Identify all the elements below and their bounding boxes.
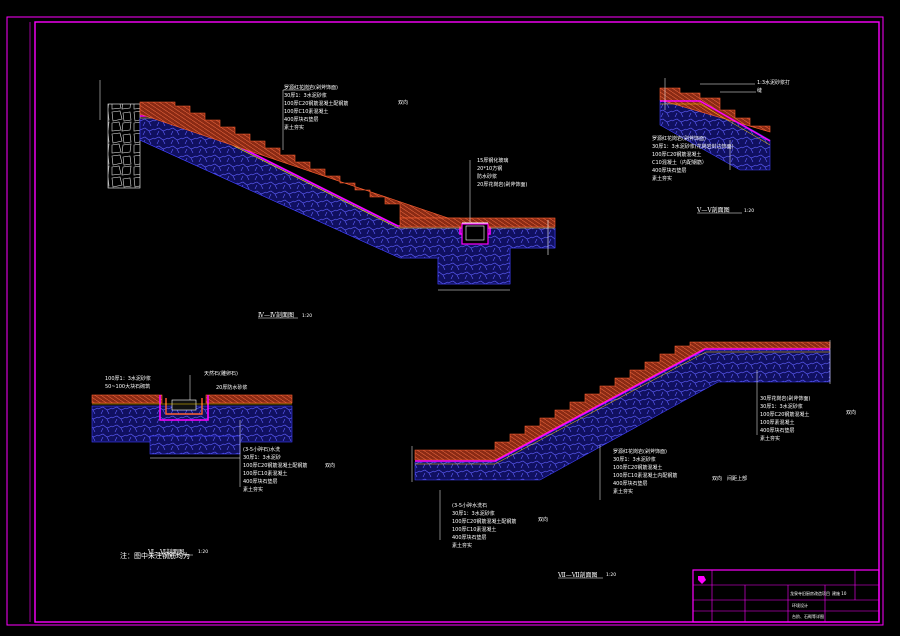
s7-right-label-1: 30厚1：3水泥砂浆: [760, 404, 803, 410]
s7-bottom-label-1: 30厚1：3水泥砂浆: [452, 511, 495, 517]
s4-drain-label-0: 15厚钢化玻璃: [477, 158, 509, 164]
s4-section-title: Ⅳ—Ⅳ剖面图: [258, 312, 294, 319]
s4-label-4: 400厚块石垫层: [284, 117, 319, 123]
s6-label-3: 100厚C10素混凝土: [243, 471, 288, 477]
s7-right-label-3: 100厚素混凝土: [760, 420, 795, 426]
s6-tag: 双向: [325, 463, 336, 469]
section-7-drawing: [411, 340, 831, 579]
title-block-drawing-name: 台阶、石砌等详图: [792, 614, 824, 619]
s7-bottom-label-0: (3-5小碎水洗石: [452, 503, 488, 509]
s4-label-5: 素土夯实: [284, 125, 305, 131]
s7-right-tag: 双向: [846, 410, 857, 416]
drawing-note: 注：图中未注钢筋均为: [120, 552, 190, 560]
outer-frame: [6, 16, 884, 626]
paving-left: [91, 394, 163, 404]
s7-mid-tag: 双向 间距上部: [712, 476, 748, 482]
s5-label-1: 30厚1：3水泥砂浆(花岗岩封边饰面): [652, 144, 734, 150]
s4-drain-label-2: 防水砂浆: [477, 174, 498, 180]
s5-label-3: C10混凝土（内配钢筋）: [652, 160, 707, 166]
s4-section-scale: 1:20: [302, 314, 313, 319]
s7-bottom-tag: 双向: [538, 517, 549, 523]
s5-label-4: 400厚块石垫层: [652, 168, 687, 174]
s6-section-title: Ⅵ—Ⅵ剖面图: [148, 549, 185, 556]
s5-section-scale: 1:20: [744, 209, 755, 214]
s5-label-0: 罗源红花岗岩(剁斧饰面): [652, 136, 706, 142]
s5-label-2: 100厚C20钢筋混凝土: [652, 152, 702, 158]
s7-mid-label-4: 400厚块石垫层: [613, 481, 648, 487]
title-block-sheet: 建施 10: [832, 591, 847, 596]
section-6-drawing: [91, 375, 293, 556]
s7-mid-label-0: 罗源红花岗岩(剁斧饰面): [613, 449, 667, 455]
s5-top-label-2: 缝: [757, 88, 763, 94]
paving-right: [205, 394, 293, 404]
s4-drain-label-1: 20*10方钢: [477, 166, 503, 172]
stair-treads: [414, 341, 831, 461]
s6-top-label-0: 天然石(雕卵石): [204, 371, 238, 377]
drain-channel: [461, 223, 489, 245]
s7-right-label-2: 100厚C20钢筋混凝土: [760, 412, 810, 418]
s7-bottom-label-5: 素土夯实: [452, 543, 473, 549]
s6-label-5: 素土夯实: [243, 487, 264, 493]
s6-top-label-1: 20厚防水砂浆: [216, 385, 248, 391]
s7-section-title: Ⅶ—Ⅶ剖面图: [558, 572, 598, 579]
s5-label-5: 素土夯实: [652, 176, 673, 182]
s7-mid-label-3: 100厚C10素混凝土内配钢筋: [613, 473, 678, 479]
s7-right-label-0: 30厚花岗岩(剁斧饰面): [760, 396, 811, 402]
stair-treads: [139, 101, 461, 223]
title-block-drawing-type: 环境设计: [792, 603, 808, 608]
drain-stone: [171, 399, 197, 411]
s7-bottom-label-4: 400厚块石垫层: [452, 535, 487, 541]
s6-left-label-1: 50~100大块石砌筑: [105, 384, 151, 390]
s4-label-0: 罗源红花岗岩(剁斧饰面): [284, 85, 338, 91]
drain-channel: [159, 395, 209, 421]
s6-left-label-0: 100厚1：3水泥砂浆: [105, 376, 151, 382]
s5-section-title: Ⅴ—Ⅴ剖面图: [697, 207, 730, 214]
s6-label-4: 400厚块石垫层: [243, 479, 278, 485]
s7-mid-label-5: 素土夯实: [613, 489, 634, 495]
s6-label-2: 100厚C20钢筋混凝土配钢筋: [243, 463, 308, 469]
s7-mid-label-2: 100厚C20钢筋混凝土: [613, 465, 663, 471]
s7-section-scale: 1:20: [606, 573, 617, 578]
s5-top-label: 1:3水泥砂浆打: [757, 80, 791, 86]
s6-label-1: 30厚1：3水泥砂: [243, 455, 281, 461]
s4-tag: 双向: [398, 100, 409, 106]
s7-right-label-5: 素土夯实: [760, 436, 781, 442]
inner-frame: [34, 21, 880, 623]
retaining-wall: [107, 103, 141, 189]
s6-section-scale: 1:20: [198, 550, 209, 555]
title-block-project: 龙泉寺旧厨房改造项目: [790, 591, 830, 596]
logo-icon: [698, 576, 706, 584]
s4-label-1: 30厚1：3水泥砂浆: [284, 93, 327, 99]
section-4-drawing: [99, 80, 556, 291]
s6-label-0: (3-5小碎石)水洗: [243, 447, 281, 453]
title-block: [692, 569, 880, 623]
s4-label-3: 100厚C10素混凝土: [284, 109, 329, 115]
s4-drain-label-3: 20厚花岗岩(剁斧饰面): [477, 182, 528, 188]
s7-mid-label-1: 30厚1：3水泥砂浆: [613, 457, 656, 463]
s7-bottom-label-2: 100厚C20钢筋混凝土配钢筋: [452, 519, 517, 525]
s7-bottom-label-3: 100厚C10素混凝土: [452, 527, 497, 533]
s7-right-label-4: 400厚块石垫层: [760, 428, 795, 434]
section-5-drawing: [659, 78, 771, 214]
s4-label-2: 100厚C20钢筋混凝土配钢筋: [284, 101, 349, 107]
stone-layer-deep: [149, 435, 241, 455]
